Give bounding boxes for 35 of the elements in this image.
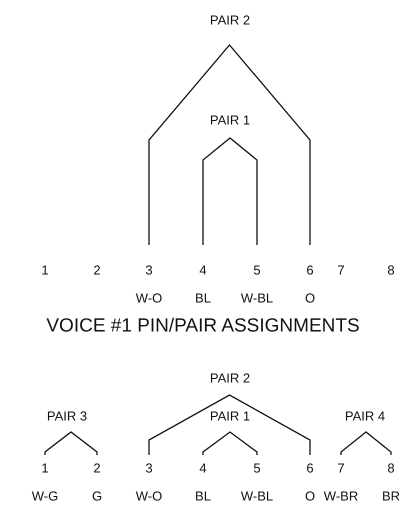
wire-color-code: G — [92, 490, 102, 502]
pin-number: 7 — [337, 462, 345, 474]
pin-number: 8 — [387, 264, 395, 276]
wire-color-code: W-BL — [240, 490, 274, 502]
pair-label: PAIR 2 — [210, 14, 250, 26]
pin-number: 5 — [253, 264, 261, 276]
wire-color-code: BL — [195, 490, 211, 502]
wire-color-code: BL — [195, 292, 211, 304]
pair-label: PAIR 1 — [210, 114, 250, 126]
pin-number: 3 — [145, 264, 153, 276]
pin-number: 5 — [253, 462, 261, 474]
pin-number: 1 — [41, 462, 49, 474]
pair-label: PAIR 3 — [46, 410, 88, 422]
pin-number: 2 — [93, 462, 101, 474]
wire-color-code: W-O — [136, 490, 162, 502]
wire-color-code: O — [304, 292, 316, 304]
heading: VOICE #1 PIN/PAIR ASSIGNMENTS — [46, 316, 360, 336]
wire-color-code: W-G — [32, 490, 58, 502]
pin-number: 7 — [337, 264, 345, 276]
pin-number: 8 — [387, 462, 395, 474]
pin-number: 3 — [145, 462, 153, 474]
pair-label: PAIR 1 — [210, 410, 250, 422]
pin-number: 6 — [306, 462, 314, 474]
pair-label: PAIR 2 — [210, 372, 250, 384]
pin-number: 4 — [199, 462, 207, 474]
wire-color-code: W-BR — [324, 490, 358, 502]
wire-color-code: O — [304, 490, 316, 502]
pair-label: PAIR 4 — [344, 410, 386, 422]
wire-color-code: W-O — [136, 292, 162, 304]
wire-color-code: W-BL — [240, 292, 274, 304]
pin-number: 1 — [41, 264, 49, 276]
pin-number: 4 — [199, 264, 207, 276]
pin-number: 6 — [306, 264, 314, 276]
wire-color-code: BR — [382, 490, 400, 502]
pin-number: 2 — [93, 264, 101, 276]
